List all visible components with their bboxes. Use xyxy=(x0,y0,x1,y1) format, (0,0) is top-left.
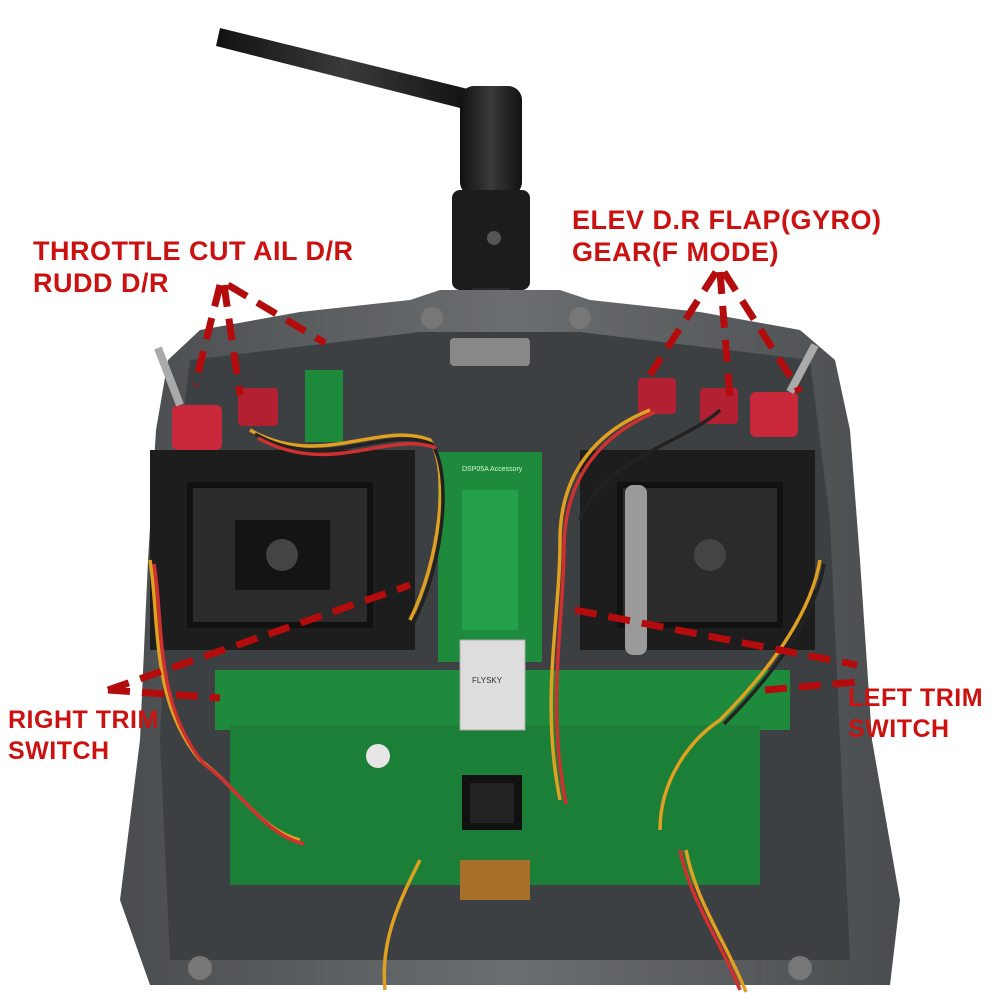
main-pcb xyxy=(215,370,790,900)
left-switches xyxy=(154,346,278,450)
label-rudd-dr: RUDD D/R xyxy=(33,268,169,298)
left-gimbal xyxy=(580,450,815,655)
label-left-trim: LEFT TRIM xyxy=(848,684,984,712)
pointer-elev-dr xyxy=(647,270,719,377)
right-switches xyxy=(638,343,819,437)
pointer-rudd-dr xyxy=(226,281,327,347)
label-throttle-cut-ail-dr: THROTTLE CUT AIL D/R xyxy=(33,236,354,266)
pcb-accessory-text: DSP05A Accessory xyxy=(462,466,523,473)
pointer-gear xyxy=(721,270,803,394)
right-gimbal xyxy=(150,450,415,650)
pointer-throttle-cut xyxy=(191,284,224,386)
label-gear-f-mode: GEAR(F MODE) xyxy=(572,237,779,267)
pointer-ail-dr xyxy=(220,284,244,396)
wiring xyxy=(148,408,826,993)
label-right-trim: RIGHT TRIM xyxy=(8,706,159,734)
label-left-trim-switch: SWITCH xyxy=(848,715,950,743)
pcb-module-text: FLYSKY xyxy=(472,676,503,685)
antenna xyxy=(216,28,530,338)
pointer-left-trim-lower xyxy=(764,678,858,694)
label-right-trim-switch: SWITCH xyxy=(8,737,110,765)
pointer-right-trim-lower xyxy=(107,686,221,702)
pointer-left-trim-upper xyxy=(574,606,858,669)
pointer-flap-gyro xyxy=(716,271,734,399)
pointer-lines xyxy=(106,270,858,702)
label-elev-dr-flap: ELEV D.R FLAP(GYRO) xyxy=(572,205,882,235)
pointer-right-trim-upper xyxy=(106,581,412,694)
